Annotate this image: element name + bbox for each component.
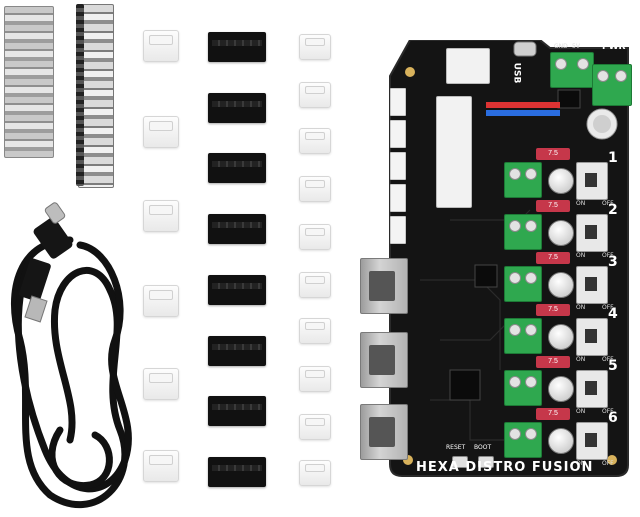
label-5v: 5V (572, 43, 580, 50)
white-jst-connector-small (299, 460, 331, 486)
label-off: OFF (602, 304, 614, 311)
connector-block-top[interactable] (446, 48, 490, 84)
white-jst-connector (143, 116, 179, 148)
fuse: 7.5 (536, 304, 570, 316)
label-on: ON (576, 356, 586, 363)
connector-block[interactable] (436, 96, 472, 208)
white-jst-connector-small (299, 34, 331, 60)
white-jst-connector-small (299, 176, 331, 202)
potentiometer[interactable] (548, 168, 574, 194)
fuse: 7.5 (536, 408, 570, 420)
rj45-port[interactable] (360, 404, 408, 460)
white-jst-connector-small (299, 318, 331, 344)
channel-number: 2 (608, 202, 618, 218)
black-dupont-housing (208, 275, 266, 305)
fan-header[interactable] (390, 152, 406, 180)
potentiometer[interactable] (548, 272, 574, 298)
output-terminal[interactable] (504, 162, 542, 198)
channel-number: 5 (608, 358, 618, 374)
channel-number: 6 (608, 410, 618, 426)
channel-switch[interactable] (576, 318, 608, 356)
output-terminal[interactable] (504, 214, 542, 250)
label-off: OFF (602, 408, 614, 415)
white-jst-connector (143, 368, 179, 400)
rj45-port[interactable] (360, 332, 408, 388)
fuse: 7.5 (536, 200, 570, 212)
label-on: ON (576, 460, 586, 467)
rj45-port[interactable] (360, 258, 408, 314)
black-dupont-housing (208, 457, 266, 487)
label-off: OFF (602, 460, 614, 467)
white-jst-connector-small (299, 366, 331, 392)
power-terminal[interactable] (550, 52, 594, 88)
potentiometer[interactable] (548, 324, 574, 350)
fuse: 7.5 (536, 356, 570, 368)
reset-button[interactable] (452, 456, 468, 468)
label-gnd: GND (554, 43, 568, 50)
output-terminal[interactable] (504, 318, 542, 354)
board-name: HEXA DISTRO FUSION (416, 460, 594, 475)
label-pwr: PWR (602, 42, 626, 52)
mcu-chip (449, 369, 481, 401)
usb-c-plug (33, 217, 73, 259)
white-jst-connector (143, 285, 179, 317)
fuse: 7.5 (536, 252, 570, 264)
fan-header[interactable] (390, 184, 406, 212)
potentiometer[interactable] (548, 428, 574, 454)
channel-number: 4 (608, 306, 618, 322)
white-jst-connector-small (299, 128, 331, 154)
label-off: OFF (602, 200, 614, 207)
fuse: 7.5 (536, 148, 570, 160)
channel-number: 1 (608, 150, 618, 166)
channel-switch[interactable] (576, 266, 608, 304)
black-dupont-housing (208, 32, 266, 62)
label-off: OFF (602, 252, 614, 259)
potentiometer[interactable] (548, 220, 574, 246)
white-jst-connector-small (299, 414, 331, 440)
label-usb: USB (511, 62, 522, 84)
white-jst-connector (143, 200, 179, 232)
black-dupont-housing (208, 93, 266, 123)
channel-switch[interactable] (576, 162, 608, 200)
white-jst-connector (143, 30, 179, 62)
channel-switch[interactable] (576, 214, 608, 252)
output-terminal[interactable] (504, 370, 542, 406)
boot-button[interactable] (478, 456, 494, 468)
black-dupont-housing (208, 396, 266, 426)
white-jst-connector (143, 450, 179, 482)
label-reset: RESET (446, 444, 466, 451)
black-dupont-housing (208, 336, 266, 366)
fan-header[interactable] (390, 216, 406, 244)
potentiometer[interactable] (548, 376, 574, 402)
white-jst-connector-small (299, 82, 331, 108)
channel-number: 3 (608, 254, 618, 270)
label-on: ON (576, 200, 586, 207)
white-jst-connector-small (299, 272, 331, 298)
usb-c-port[interactable] (513, 41, 537, 57)
crimp-pin-strip-left (4, 6, 54, 158)
channel-switch[interactable] (576, 422, 608, 460)
white-jst-connector-small (299, 224, 331, 250)
label-off: OFF (602, 356, 614, 363)
black-dupont-housing (208, 153, 266, 183)
label-on: ON (576, 408, 586, 415)
fan-header[interactable] (390, 88, 406, 116)
usb-a-plug (19, 258, 51, 302)
channel-switch[interactable] (576, 370, 608, 408)
power-terminal-main[interactable] (592, 64, 632, 106)
crimp-carrier-rail (76, 4, 84, 186)
label-on: ON (576, 304, 586, 311)
label-on: ON (576, 252, 586, 259)
output-terminal[interactable] (504, 266, 542, 302)
black-dupont-housing (208, 214, 266, 244)
label-boot: BOOT (474, 444, 492, 451)
usb-c-cable (10, 202, 132, 509)
fan-header[interactable] (390, 120, 406, 148)
output-terminal[interactable] (504, 422, 542, 458)
